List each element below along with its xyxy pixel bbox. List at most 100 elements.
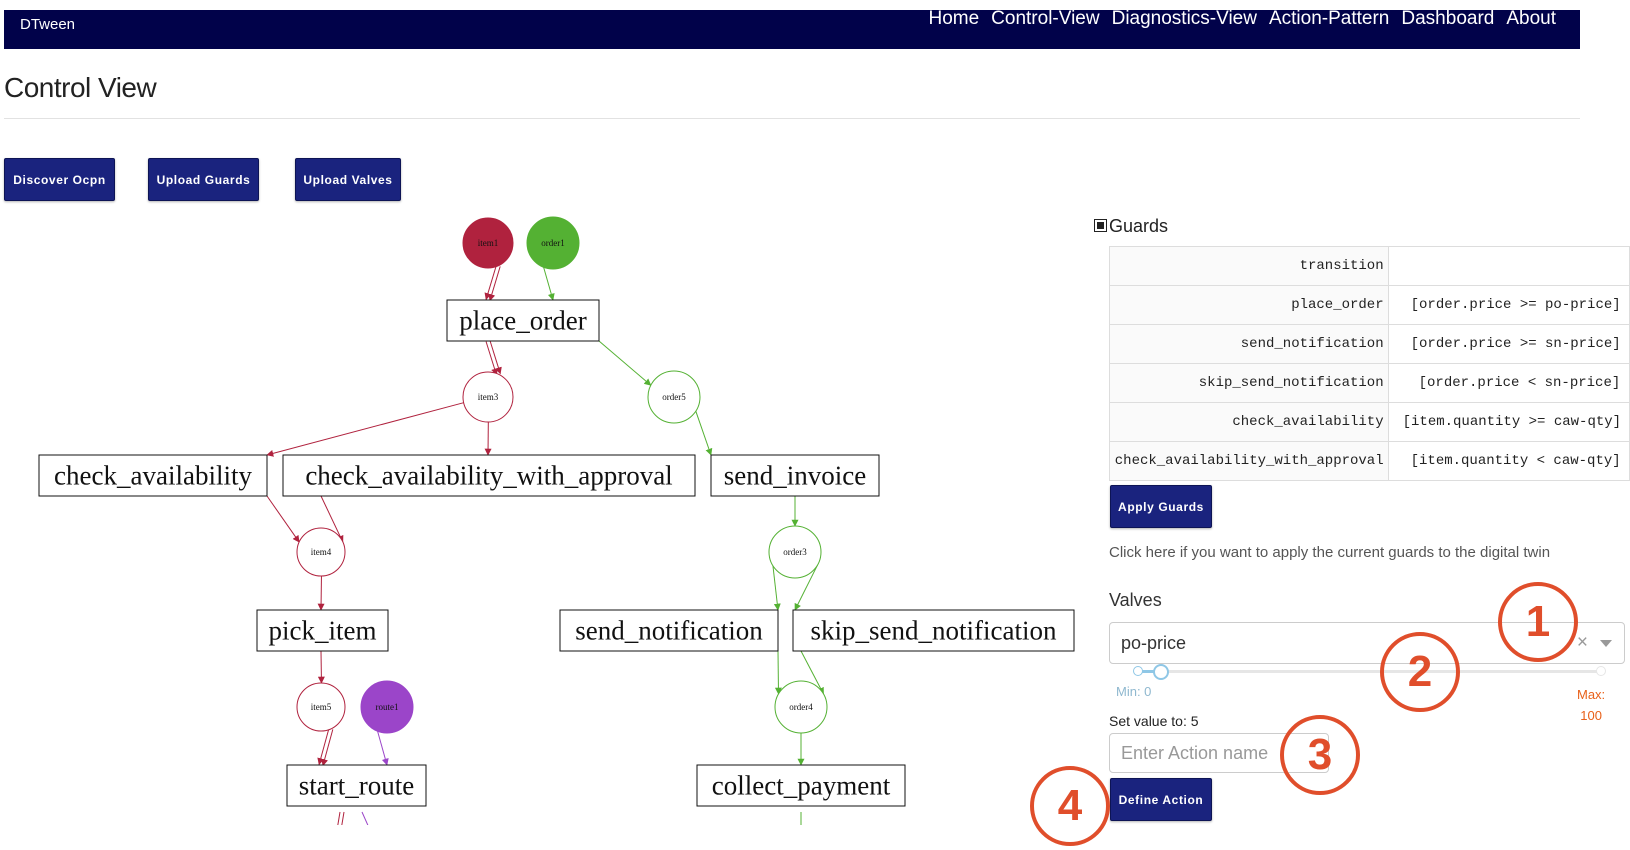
transition-pick_item[interactable]: pick_item bbox=[256, 609, 389, 652]
nav-diagnostics-view[interactable]: Diagnostics-View bbox=[1111, 8, 1257, 29]
slider-min-label: Min: 0 bbox=[1116, 684, 1152, 699]
arc-order3-send_notification bbox=[772, 565, 781, 611]
valve-slider-track[interactable] bbox=[1137, 670, 1601, 673]
guards-table: transition place_order [order.price >= p… bbox=[1109, 246, 1630, 481]
header-guard bbox=[1387, 246, 1630, 286]
nav-home[interactable]: Home bbox=[928, 8, 980, 29]
collapse-toggle-icon[interactable] bbox=[1094, 219, 1107, 232]
transition-cell: send_notification bbox=[1109, 324, 1389, 364]
place-label: order1 bbox=[541, 238, 565, 248]
guard-cell[interactable]: [order.price >= po-price] bbox=[1387, 285, 1630, 325]
arc-route1-start_route bbox=[377, 731, 389, 766]
slider-min-dot bbox=[1133, 666, 1143, 676]
place-route1[interactable]: route1 bbox=[360, 680, 414, 734]
place-item5[interactable]: item5 bbox=[296, 682, 346, 732]
table-header-row: transition bbox=[1109, 246, 1630, 286]
upload-valves-button[interactable]: Upload Valves bbox=[295, 158, 401, 201]
arc-offscreen bbox=[341, 811, 345, 825]
place-label: route1 bbox=[376, 702, 399, 712]
slider-max-dot bbox=[1596, 666, 1606, 676]
table-row: check_availability_with_approval [item.q… bbox=[1109, 441, 1630, 481]
nav-links: Home Control-View Diagnostics-View Actio… bbox=[928, 8, 1556, 30]
arc-order3-skip_send_notification bbox=[794, 564, 819, 611]
set-value-text: Set value to: 5 bbox=[1109, 713, 1199, 729]
place-item3[interactable]: item3 bbox=[462, 371, 514, 423]
transition-cell: check_availability bbox=[1109, 402, 1389, 442]
nav-about[interactable]: About bbox=[1506, 8, 1556, 29]
guard-cell[interactable]: [order.price < sn-price] bbox=[1387, 363, 1630, 403]
place-order1[interactable]: order1 bbox=[526, 216, 580, 270]
slider-max-text: Max: bbox=[1577, 687, 1606, 702]
transition-check_availability_with_approval[interactable]: check_availability_with_approval bbox=[282, 454, 696, 497]
transition-start_route[interactable]: start_route bbox=[286, 764, 427, 807]
define-action-button[interactable]: Define Action bbox=[1110, 778, 1212, 821]
place-label: order3 bbox=[783, 547, 807, 557]
place-label: order4 bbox=[789, 702, 813, 712]
place-order5[interactable]: order5 bbox=[647, 370, 701, 424]
place-order3[interactable]: order3 bbox=[768, 525, 822, 579]
transition-label: skip_send_notification bbox=[811, 616, 1057, 646]
place-label: item1 bbox=[478, 238, 499, 248]
transition-label: check_availability_with_approval bbox=[305, 461, 672, 491]
place-label: item3 bbox=[478, 392, 499, 402]
transition-place_order[interactable]: place_order bbox=[446, 299, 600, 342]
guard-cell[interactable]: [item.quantity >= caw-qty] bbox=[1387, 402, 1630, 442]
discover-ocpn-button[interactable]: Discover Ocpn bbox=[4, 158, 115, 201]
petri-net-graph: item1 order1 item3 order5 item4 order3 item5 ro… bbox=[38, 216, 1075, 825]
transition-send_invoice[interactable]: send_invoice bbox=[710, 454, 880, 497]
place-item1[interactable]: item1 bbox=[462, 217, 514, 269]
arc-check_availability_with_approval-item4 bbox=[320, 495, 344, 543]
transition-check_availability[interactable]: check_availability bbox=[38, 454, 268, 497]
transition-cell: place_order bbox=[1109, 285, 1389, 325]
place-label: item5 bbox=[311, 702, 332, 712]
transition-send_notification[interactable]: send_notification bbox=[559, 609, 779, 652]
arc-item3-check_availability bbox=[266, 402, 464, 457]
transition-skip_send_notification[interactable]: skip_send_notification bbox=[792, 609, 1075, 652]
apply-guards-button[interactable]: Apply Guards bbox=[1110, 485, 1212, 528]
guards-section-title[interactable]: Guards bbox=[1094, 216, 1168, 237]
place-item4[interactable]: item4 bbox=[296, 527, 346, 577]
arc-item1-place_order bbox=[484, 265, 497, 301]
guards-title-text: Guards bbox=[1109, 216, 1169, 236]
arc-send_notification-order4 bbox=[774, 650, 782, 695]
arc-place_order-item3 bbox=[489, 340, 502, 375]
upload-guards-button[interactable]: Upload Guards bbox=[148, 158, 259, 201]
valve-slider-handle[interactable] bbox=[1153, 664, 1170, 680]
transition-label: send_invoice bbox=[724, 461, 866, 491]
table-row: place_order [order.price >= po-price] bbox=[1109, 285, 1630, 325]
valve-slider-fill bbox=[1137, 670, 1161, 673]
valves-label: Valves bbox=[1109, 590, 1162, 610]
nav-dashboard[interactable]: Dashboard bbox=[1401, 8, 1495, 29]
callout-2: 2 bbox=[1380, 632, 1460, 712]
clear-icon[interactable]: × bbox=[1576, 632, 1588, 653]
arc-place_order-order5 bbox=[598, 340, 652, 386]
place-label: order5 bbox=[662, 392, 686, 402]
transition-cell: check_availability_with_approval bbox=[1109, 441, 1389, 481]
apply-guards-help: Click here if you want to apply the curr… bbox=[1109, 544, 1551, 561]
table-row: send_notification [order.price >= sn-pri… bbox=[1109, 324, 1630, 364]
transition-collect_payment[interactable]: collect_payment bbox=[696, 764, 906, 807]
guard-cell[interactable]: [order.price >= sn-price] bbox=[1387, 324, 1630, 364]
place-order4[interactable]: order4 bbox=[774, 680, 828, 734]
arc-place_order-item3 bbox=[485, 341, 498, 376]
arc-order1-place_order bbox=[543, 267, 555, 301]
arc-skip_send_notification-order4 bbox=[800, 650, 824, 695]
valve-select-value: po-price bbox=[1121, 633, 1187, 653]
transition-label: pick_item bbox=[269, 616, 377, 646]
arc-offscreen bbox=[361, 811, 369, 825]
nav-control-view[interactable]: Control-View bbox=[991, 8, 1100, 29]
callout-1: 1 bbox=[1498, 582, 1578, 662]
guard-cell[interactable]: [item.quantity < caw-qty] bbox=[1387, 441, 1630, 481]
nav-action-pattern[interactable]: Action-Pattern bbox=[1268, 8, 1390, 29]
transition-label: collect_payment bbox=[712, 771, 891, 801]
divider bbox=[4, 118, 1580, 119]
callout-4: 4 bbox=[1030, 766, 1110, 846]
transition-label: start_route bbox=[299, 771, 414, 801]
transition-label: check_availability bbox=[54, 461, 252, 491]
table-row: check_availability [item.quantity >= caw… bbox=[1109, 402, 1630, 442]
callout-3: 3 bbox=[1280, 715, 1360, 795]
chevron-down-icon[interactable] bbox=[1600, 640, 1612, 647]
navbar: DTween Home Control-View Diagnostics-Vie… bbox=[4, 8, 1580, 49]
brand-logo[interactable]: DTween bbox=[20, 16, 76, 33]
slider-max-value: 100 bbox=[1580, 708, 1602, 723]
